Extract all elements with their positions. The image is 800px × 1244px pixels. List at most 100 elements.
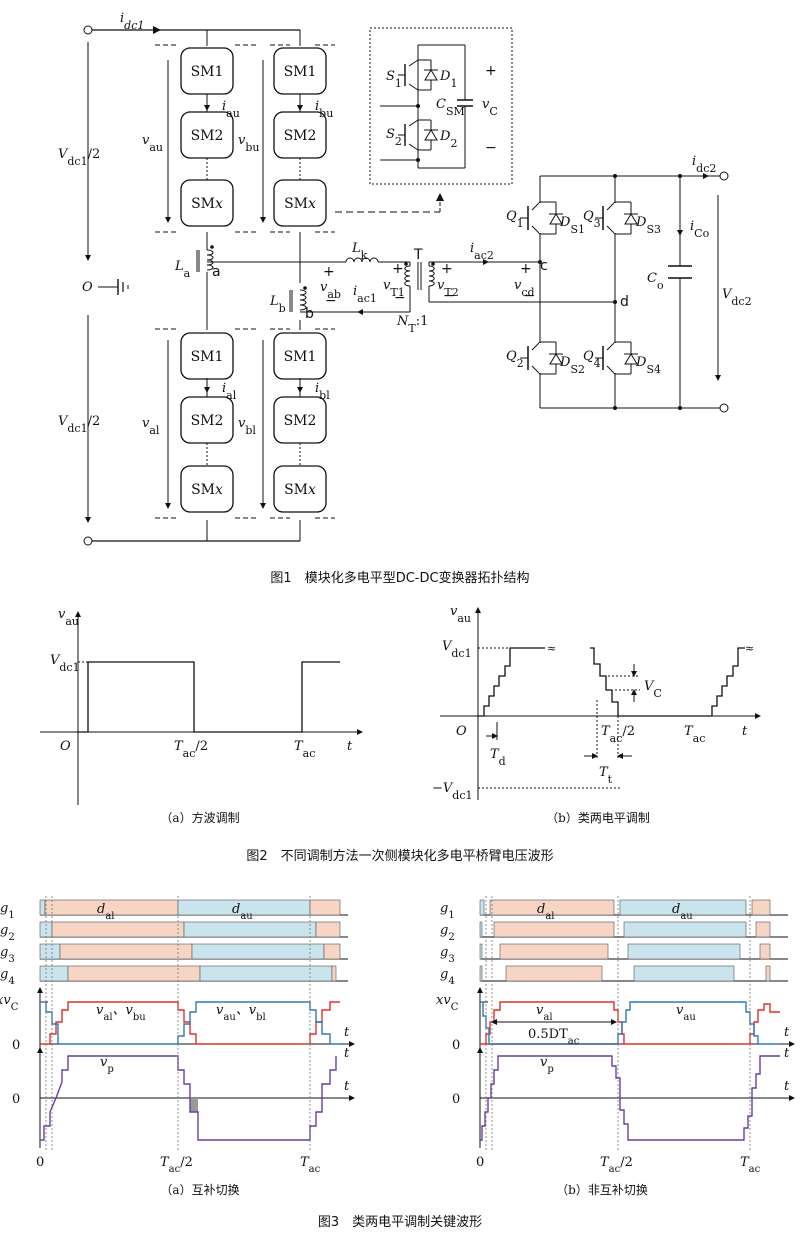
- f3b-t1: t: [784, 1025, 790, 1040]
- f3b-g1-label: g1: [440, 901, 455, 921]
- submodule-box-lower-1-2: [273, 465, 327, 513]
- igbt-q1: [520, 201, 563, 235]
- f3a-vp-label: vp: [100, 1055, 114, 1075]
- f2b-td: Td: [490, 747, 506, 768]
- ibu-label: ibu: [315, 99, 333, 120]
- submodule-box-lower-0-2: [180, 465, 234, 513]
- vcd-minus: −: [523, 288, 535, 304]
- f3a-gate-bar-3-3: [331, 965, 337, 982]
- vcd-plus: +: [520, 261, 532, 277]
- lk-label: Lk: [351, 241, 368, 262]
- f3b-vp-label: vp: [540, 1055, 554, 1075]
- vbl-label: vbl: [238, 416, 256, 437]
- f2b-neg-vdc1: −Vdc1: [432, 781, 472, 802]
- igbt-q1-collector: [531, 201, 541, 211]
- f3a-dau-label: dau: [232, 902, 253, 922]
- f3b-gate-bar-1-0: [479, 921, 483, 938]
- sm-detail-circuit: [380, 44, 473, 169]
- f3a-val-vbu-label: val、vbu: [96, 1003, 146, 1023]
- f3b-gate-bar-1-2: [623, 921, 747, 938]
- f3a-zero-2: 0: [12, 1092, 20, 1107]
- ds3-label: DS3: [635, 215, 661, 236]
- q3-label: Q3: [583, 209, 601, 230]
- f2a-vau: vau: [58, 607, 79, 628]
- f2a-vdc1: Vdc1: [50, 653, 80, 674]
- submodule-box-upper-1-2: [273, 179, 327, 227]
- f3b-gate-bar-3-1: [505, 965, 603, 982]
- f3a-gate-bar-2-0: [39, 943, 61, 960]
- f3b-gate-bar-0-3: [751, 899, 771, 916]
- f2b-vdc1: Vdc1: [442, 639, 472, 660]
- f3a-t1: t: [344, 1025, 350, 1040]
- f3b-gate-bar-1-3: [755, 921, 771, 938]
- f3b-gate-bar-3-2: [633, 965, 735, 982]
- f3a-g4-label: g4: [0, 967, 15, 987]
- f3b-gate-bar-3-3: [765, 965, 771, 982]
- node-d: d: [620, 294, 629, 310]
- f3b-gate-bar-0-2: [619, 899, 747, 916]
- figure3-sub-a: （a）互补切换: [160, 1183, 239, 1197]
- submodule-label-lower-0-0: SM1: [191, 349, 224, 365]
- submodule-label-lower-0-2: SMx: [191, 482, 223, 498]
- ibl-label: ibl: [315, 381, 330, 402]
- figure1-caption: 图1 模块化多电平型DC-DC变换器拓扑结构: [270, 570, 529, 586]
- ds2-label: DS2: [559, 355, 585, 376]
- ds4-label: DS4: [635, 355, 661, 376]
- f3a-gate-bar-1-2: [183, 921, 317, 938]
- figure3-caption: 图3 类两电平调制关键波形: [318, 1215, 482, 1230]
- vcd-label: vcd: [514, 278, 535, 299]
- f3a-origin: 0: [36, 1155, 44, 1170]
- idc2-label: idc2: [692, 154, 716, 175]
- vc-minus: −: [485, 140, 497, 156]
- figure3: g1daldaug2g3g4xvC0tval、vbuvau、vbl0ttvp0T…: [0, 896, 795, 1175]
- vc-plus: +: [485, 63, 497, 79]
- f3a-g3-label: g3: [0, 945, 15, 965]
- f2b-staircase-wave: [478, 647, 745, 717]
- q2-label: Q2: [506, 349, 524, 370]
- vau-label: vau: [142, 133, 163, 154]
- f3a-gate-bar-1-1: [51, 921, 185, 938]
- nt-label: NT:1: [396, 314, 428, 335]
- igbt-q3-emitter: [606, 225, 616, 235]
- la-label: La: [174, 259, 191, 280]
- f3b-g4-label: g4: [440, 967, 455, 987]
- f3a-dal-label: dal: [97, 902, 115, 922]
- f2b-vau: vau: [450, 604, 471, 625]
- f2b-tt: Tt: [599, 765, 613, 786]
- f3b-duty-label: 0.5DTac: [528, 1027, 580, 1047]
- figure2-caption: 图2 不同调制方法一次侧模块化多电平桥臂电压波形: [246, 848, 553, 864]
- f2a-t: t: [347, 739, 353, 754]
- f3b-gate-bar-2-3: [759, 943, 771, 960]
- node-b: b: [305, 306, 314, 322]
- f3b-gate-bar-0-1: [489, 899, 615, 916]
- submodule-label-lower-1-1: SM2: [284, 413, 317, 429]
- f2b-t: t: [742, 724, 748, 739]
- iac2-label: iac2: [470, 241, 494, 262]
- igbt-q4-emitter: [606, 365, 616, 375]
- vt1-plus: +: [392, 261, 404, 277]
- f3b-origin: 0: [476, 1155, 484, 1170]
- submodule-label-upper-0-0: SM1: [191, 64, 224, 80]
- vab-minus: −: [325, 293, 337, 309]
- submodule-label-upper-0-2: SMx: [191, 196, 223, 212]
- f3a-gate-bar-3-1: [67, 965, 201, 982]
- igbt-q3: [595, 201, 638, 235]
- f3a-gray-block: [190, 1098, 198, 1112]
- o-label: O: [82, 280, 93, 295]
- f3a-zero-1: 0: [12, 1038, 20, 1053]
- f3b-dal-label: dal: [537, 902, 555, 922]
- val-label: val: [142, 416, 160, 437]
- f3b-zero-1: 0: [452, 1038, 460, 1053]
- f3a-t2: t: [344, 1079, 350, 1094]
- f3a-vau-vbl-label: vau、vbl: [216, 1003, 266, 1023]
- submodule-label-upper-1-0: SM1: [284, 64, 317, 80]
- f3a-blue-wave: [40, 1001, 340, 1045]
- f3a-vp-wave: [40, 1055, 337, 1141]
- vdc1-half-top: Vdc1/2: [58, 147, 100, 168]
- figure2: vau Vdc1 O t Tac/2 Tac （a）方波调制 vau Vdc1 …: [40, 604, 761, 864]
- f3b-dau-label: dau: [672, 902, 693, 922]
- submodule-label-upper-1-1: SM2: [284, 128, 317, 144]
